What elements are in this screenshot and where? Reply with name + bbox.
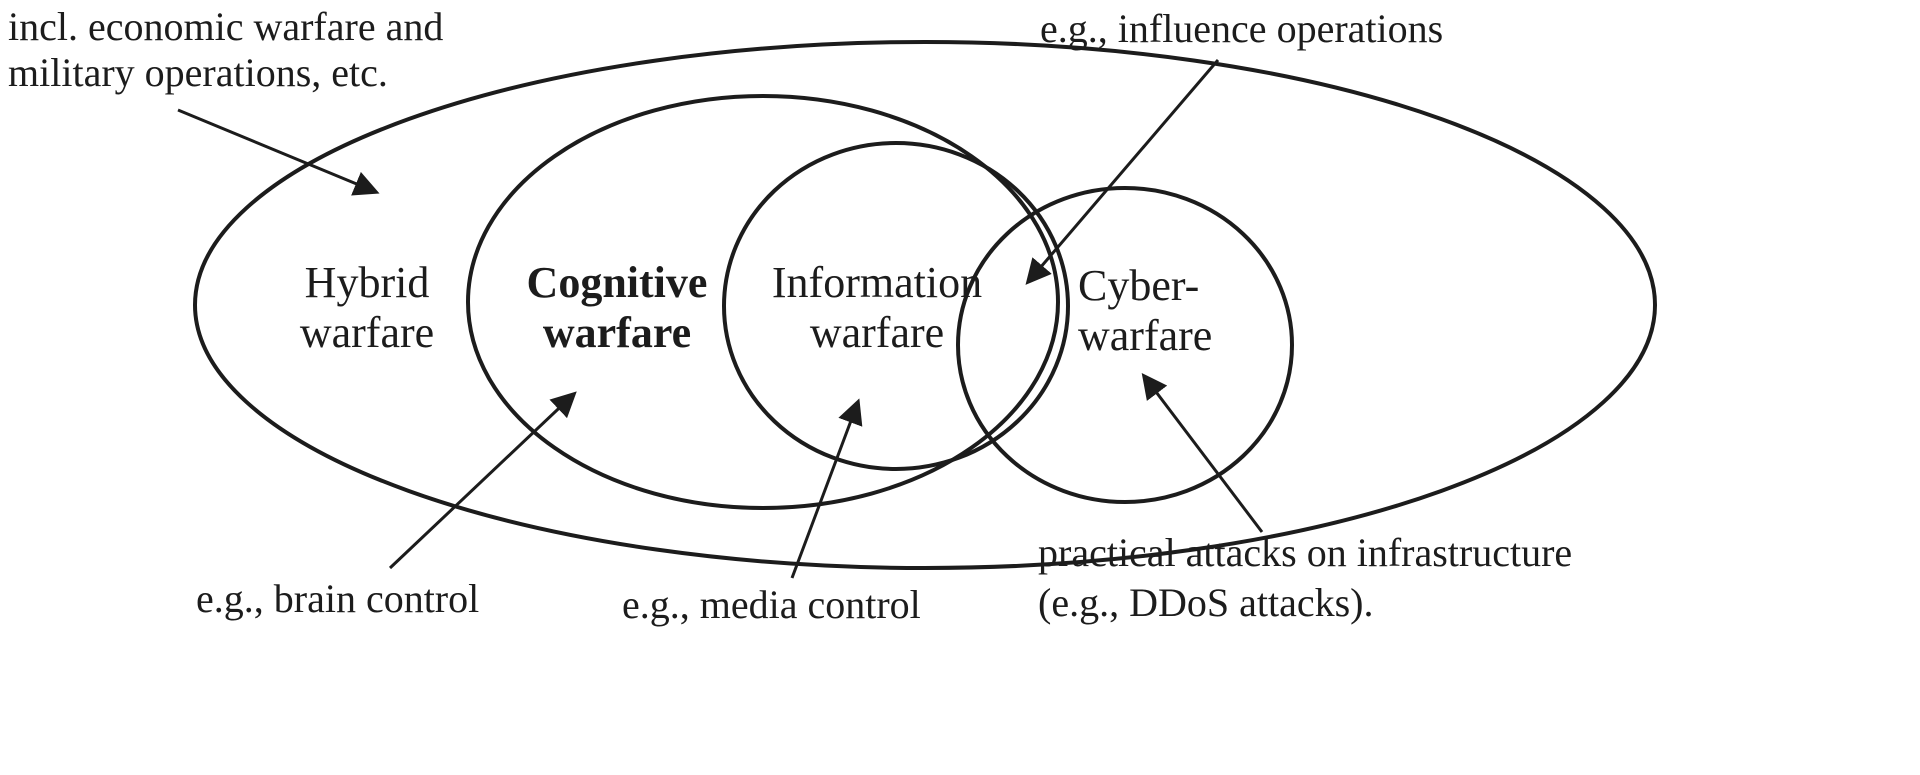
information-warfare-label-line2: warfare: [810, 308, 944, 357]
media-note-line1: e.g., media control: [622, 582, 921, 627]
infrastructure-note-arrow: [1141, 372, 1264, 533]
brain-note: e.g., brain control: [196, 391, 577, 621]
information-warfare-circle: [722, 141, 1070, 471]
hybrid-warfare-label-line1: Hybrid: [305, 258, 430, 307]
infrastructure-note-line1: practical attacks on infrastructure: [1038, 530, 1572, 575]
cyber-warfare-label-line1: Cyber-: [1078, 261, 1199, 310]
hybrid-note: incl. economic warfare and military oper…: [8, 4, 443, 196]
hybrid-note-line1: incl. economic warfare and: [8, 4, 443, 49]
infrastructure-note: practical attacks on infrastructure (e.g…: [1038, 372, 1572, 625]
media-note-arrow: [790, 398, 863, 579]
hybrid-warfare-label-line2: warfare: [300, 308, 434, 357]
cognitive-warfare-label-line1: Cognitive: [527, 258, 708, 307]
cyber-warfare-label: Cyber- warfare: [1078, 261, 1212, 360]
influence-note-line1: e.g., influence operations: [1040, 6, 1443, 51]
influence-note: e.g., influence operations: [1025, 6, 1443, 285]
hybrid-warfare-ellipse: [193, 40, 1657, 570]
cyber-warfare-label-line2: warfare: [1078, 311, 1212, 360]
cognitive-warfare-label: Cognitive warfare: [527, 258, 708, 357]
cognitive-warfare-ellipse: [466, 94, 1060, 510]
cognitive-warfare-label-line2: warfare: [543, 308, 691, 357]
hybrid-warfare-label: Hybrid warfare: [300, 258, 434, 357]
infrastructure-note-line2: (e.g., DDoS attacks).: [1038, 580, 1373, 625]
information-warfare-label-line1: Information: [772, 258, 982, 307]
cyber-warfare-circle: [956, 186, 1294, 504]
media-note: e.g., media control: [622, 398, 921, 627]
brain-note-line1: e.g., brain control: [196, 576, 479, 621]
hybrid-note-arrow: [177, 108, 380, 196]
influence-note-arrow: [1025, 59, 1220, 285]
hybrid-note-line2: military operations, etc.: [8, 50, 388, 95]
brain-note-arrow: [388, 391, 577, 570]
information-warfare-label: Information warfare: [772, 258, 982, 357]
